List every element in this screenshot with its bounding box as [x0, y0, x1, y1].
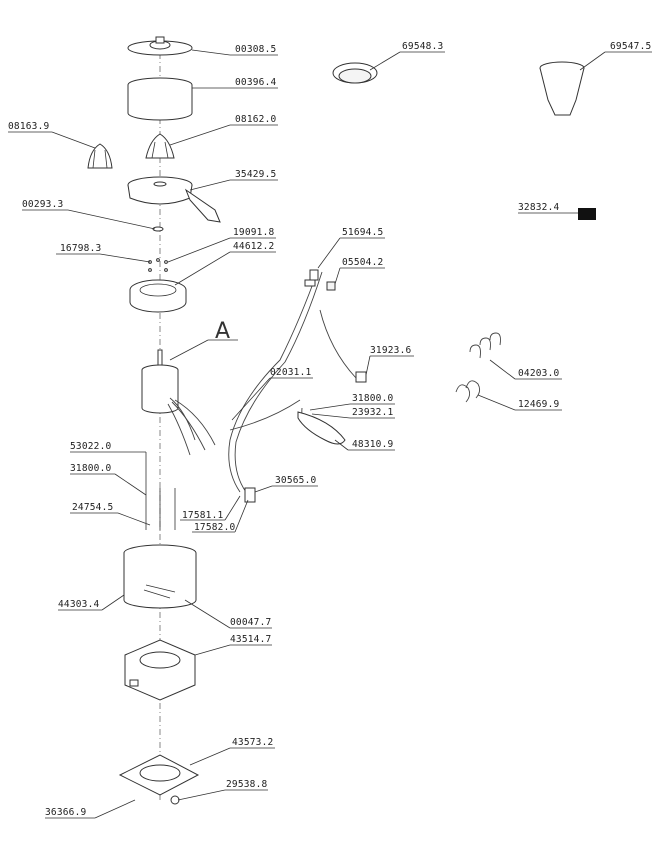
cable-part [228, 269, 323, 493]
strainer-part [332, 62, 378, 84]
callout-base-plate: 44612.2 [233, 241, 274, 252]
callout-cone: 08162.0 [235, 114, 277, 125]
callout-plug: 51694.5 [342, 227, 383, 238]
section-letter: A [215, 319, 230, 344]
plug-part [304, 269, 319, 287]
foot-part [170, 795, 180, 805]
screws-a-part [148, 258, 168, 272]
hooks-part [455, 380, 481, 403]
clip-part [244, 487, 256, 503]
callout-lid: 00308.5 [235, 44, 276, 55]
callout-term-a: 17581.1 [182, 510, 224, 521]
callout-hooks: 12469.9 [518, 399, 560, 410]
callout-decal: 00047.7 [230, 617, 271, 628]
callout-clip: 30565.0 [275, 475, 317, 486]
washer-part [152, 226, 164, 232]
callout-cup: 69547.5 [610, 41, 651, 52]
frame-part [124, 639, 196, 701]
callout-screws-a: 19091.8 [233, 227, 275, 238]
juice-tray-part [127, 176, 221, 223]
motor-part [141, 349, 179, 414]
leader-lines [8, 49, 652, 819]
rods-part [145, 452, 176, 530]
callout-foot-plate: 43573.2 [232, 737, 273, 748]
callout-spring-wire: 24754.5 [72, 502, 113, 513]
callout-screws-b: 16798.3 [60, 243, 101, 254]
cup-part [539, 61, 585, 116]
motor-wires [167, 397, 216, 456]
callout-black-part: 32832.4 [518, 202, 560, 213]
callout-connector: 31923.6 [370, 345, 412, 356]
callout-chip: 05504.2 [342, 257, 383, 268]
callout-foot: 29538.8 [226, 779, 268, 790]
chip-part [326, 281, 336, 291]
callout-screws-c: 36366.9 [45, 807, 87, 818]
callout-strainer: 69548.3 [402, 41, 443, 52]
connector-part [319, 309, 367, 383]
foot-plate-part [118, 754, 200, 796]
callout-wire-b: 23932.1 [352, 407, 394, 418]
callout-cone-small: 08163.9 [8, 121, 50, 132]
callout-term-b: 17582.0 [194, 522, 236, 533]
housing-part [123, 544, 197, 609]
cone-small-part [87, 143, 113, 169]
wire-bundle-part [297, 411, 346, 445]
callout-juice-tray: 35429.5 [235, 169, 276, 180]
callout-housing: 44303.4 [58, 599, 100, 610]
callout-rod: 53022.0 [70, 441, 112, 452]
callout-ring: 00396.4 [235, 77, 277, 88]
springs-part [469, 332, 501, 359]
cone-part [145, 133, 175, 159]
callout-springs: 04203.0 [518, 368, 560, 379]
black-part [578, 208, 596, 220]
callout-cable: 02031.1 [270, 367, 312, 378]
callout-wire-c: 48310.9 [352, 439, 394, 450]
callout-frame: 43514.7 [230, 634, 271, 645]
base-plate-part [129, 279, 187, 313]
callout-washer: 00293.3 [22, 199, 63, 210]
callout-wire-a: 31800.0 [352, 393, 394, 404]
callout-rod-b: 31800.0 [70, 463, 112, 474]
lid-part [127, 36, 193, 56]
ring-part [127, 77, 193, 121]
